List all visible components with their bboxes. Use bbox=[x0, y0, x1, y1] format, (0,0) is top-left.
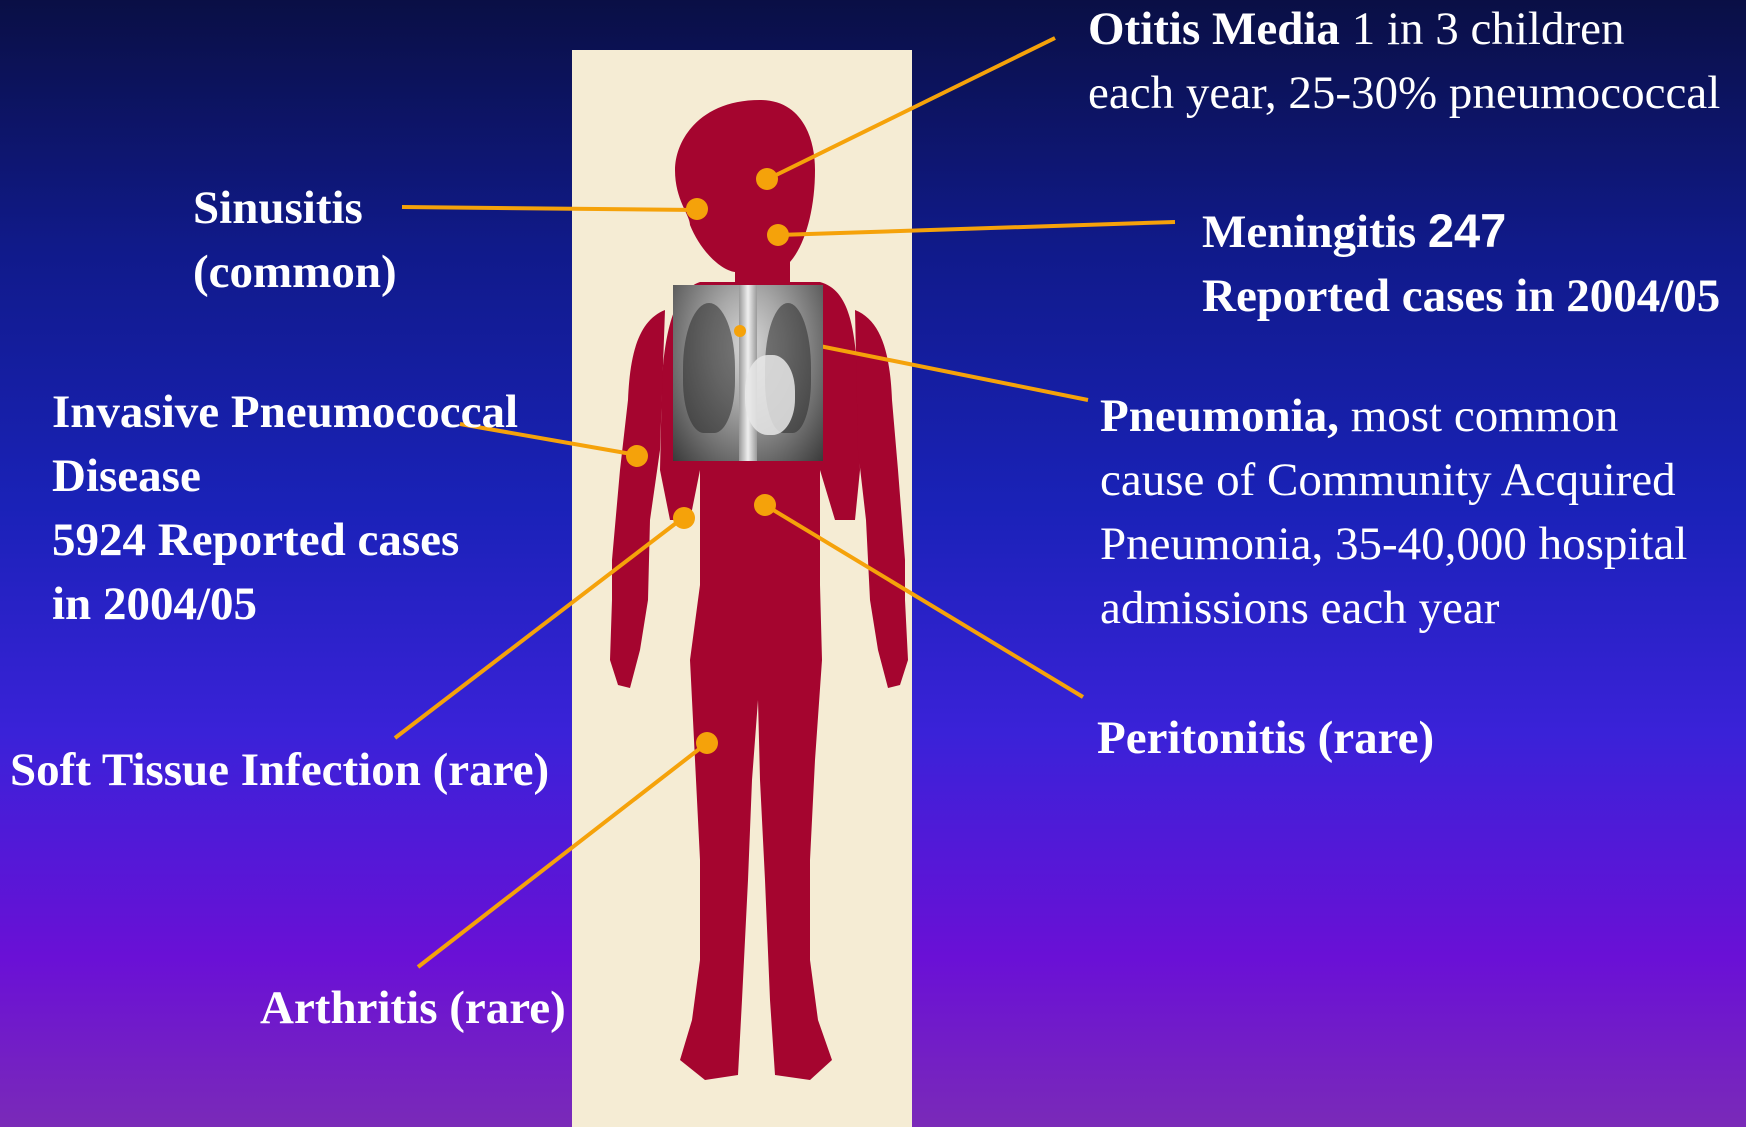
meningitis-detail: Reported cases in 2004/05 bbox=[1202, 264, 1720, 328]
pneumonia-line1: most common bbox=[1339, 390, 1618, 442]
meningitis-dot bbox=[767, 224, 789, 246]
peritonitis-label: Peritonitis (rare) bbox=[1097, 706, 1434, 770]
otitis-media-label: Otitis Media 1 in 3 children each year, … bbox=[1088, 0, 1720, 125]
peritonitis-dot bbox=[754, 494, 776, 516]
meningitis-label: Meningitis 247 Reported cases in 2004/05 bbox=[1202, 199, 1720, 328]
pneumonia-line2: cause of Community Acquired bbox=[1100, 448, 1687, 512]
pneumonia-title: Pneumonia, bbox=[1100, 390, 1339, 442]
ipd-label: Invasive Pneumococcal Disease 5924 Repor… bbox=[52, 380, 518, 636]
arthritis-dot bbox=[696, 732, 718, 754]
meningitis-count: 247 bbox=[1428, 204, 1506, 257]
otitis-dot bbox=[756, 168, 778, 190]
arthritis-label: Arthritis (rare) bbox=[260, 976, 566, 1040]
ipd-title-line1: Invasive Pneumococcal bbox=[52, 380, 518, 444]
pneumonia-label: Pneumonia, most common cause of Communit… bbox=[1100, 384, 1687, 640]
otitis-title: Otitis Media bbox=[1088, 3, 1340, 55]
ipd-year: in 2004/05 bbox=[52, 572, 518, 636]
pneumonia-dot bbox=[734, 325, 746, 337]
ipd-title-line2: Disease bbox=[52, 444, 518, 508]
sinusitis-frequency: (common) bbox=[193, 240, 397, 304]
pneumonia-line3: Pneumonia, 35-40,000 hospital bbox=[1100, 512, 1687, 576]
sinusitis-dot bbox=[686, 198, 708, 220]
soft-tissue-dot bbox=[673, 507, 695, 529]
sinusitis-label: Sinusitis (common) bbox=[193, 176, 397, 304]
meningitis-title: Meningitis bbox=[1202, 206, 1428, 258]
ipd-cases: 5924 Reported cases bbox=[52, 508, 518, 572]
sinusitis-title: Sinusitis bbox=[193, 176, 397, 240]
soft-tissue-label: Soft Tissue Infection (rare) bbox=[10, 738, 549, 802]
otitis-stat: 1 in 3 children bbox=[1340, 3, 1625, 55]
otitis-detail: each year, 25-30% pneumococcal bbox=[1088, 61, 1720, 125]
pneumonia-line4: admissions each year bbox=[1100, 576, 1687, 640]
ipd-dot bbox=[626, 445, 648, 467]
